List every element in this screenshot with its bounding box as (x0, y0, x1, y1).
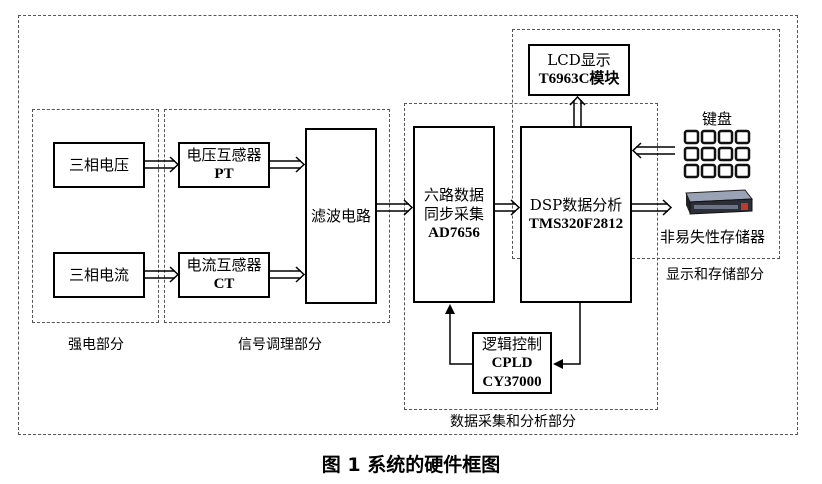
three-phase-voltage-block: 三相电压 (53, 142, 145, 188)
sync-sampling-line1: 六路数据 (423, 186, 484, 204)
storage-device-icon (685, 189, 753, 215)
voltage-transformer-text: 电压互感器 (186, 146, 262, 164)
signal-conditioning-region (164, 109, 390, 323)
sync-sampling-line2: 同步采集 (423, 205, 484, 223)
keyboard-label: 键盘 (702, 110, 733, 128)
arrow-current-to-ct (145, 266, 180, 283)
signal-conditioning-label: 信号调理部分 (238, 337, 322, 353)
arrow-dsp-to-lcd (569, 95, 586, 126)
display-storage-region (512, 29, 780, 259)
storage-label: 非易失性存储器 (660, 228, 766, 246)
arrow-dsp-to-logic (553, 303, 581, 369)
filter-circuit-text: 滤波电路 (310, 206, 371, 225)
voltage-transformer-code: PT (214, 166, 234, 182)
filter-circuit-block: 滤波电路 (305, 128, 377, 304)
acquisition-analysis-region (404, 103, 658, 410)
figure-caption: 图 1 系统的硬件框图 (321, 454, 501, 476)
sync-sampling-block: 六路数据 同步采集 AD7656 (413, 126, 495, 303)
lcd-module-block: LCD显示 T6963C模块 (528, 44, 630, 96)
strong-power-label: 强电部分 (68, 337, 124, 353)
three-phase-current-text: 三相电流 (68, 265, 129, 284)
arrow-keyboard-to-dsp (631, 142, 675, 159)
arrow-pt-to-filter (270, 156, 306, 173)
dsp-analysis-block: DSP数据分析 TMS320F2812 (520, 126, 632, 303)
three-phase-voltage-text: 三相电压 (68, 155, 129, 174)
arrow-voltage-to-pt (145, 156, 180, 173)
outer-frame (18, 15, 798, 435)
arrow-dsp-to-storage (632, 199, 673, 216)
current-transformer-code: CT (213, 276, 235, 292)
voltage-transformer-block: 电压互感器 PT (178, 142, 270, 188)
dsp-analysis-chip: TMS320F2812 (528, 215, 624, 232)
double-arrows (145, 95, 675, 283)
sync-sampling-chip: AD7656 (428, 225, 480, 241)
arrow-ct-to-filter (270, 266, 306, 283)
arrow-filter-to-sampling (377, 199, 414, 216)
acquisition-analysis-label: 数据采集和分析部分 (450, 414, 576, 430)
keyboard-icon (683, 129, 751, 179)
arrow-logic-to-sampling (445, 304, 472, 365)
current-transformer-block: 电流互感器 CT (178, 252, 270, 298)
lcd-module-line1: LCD显示 (547, 51, 611, 69)
logic-control-part: CY37000 (482, 373, 542, 390)
logic-control-line1: 逻辑控制 (481, 334, 542, 353)
dsp-analysis-line1: DSP数据分析 (529, 195, 623, 214)
three-phase-current-block: 三相电流 (53, 252, 145, 298)
lcd-module-line2: T6963C模块 (538, 71, 620, 87)
logic-control-chip: CPLD (491, 354, 533, 371)
logic-control-block: 逻辑控制 CPLD CY37000 (472, 332, 552, 394)
display-storage-label: 显示和存储部分 (666, 267, 764, 283)
current-transformer-text: 电流互感器 (186, 256, 262, 274)
strong-power-region (32, 109, 159, 323)
arrow-sampling-to-dsp (495, 199, 521, 216)
